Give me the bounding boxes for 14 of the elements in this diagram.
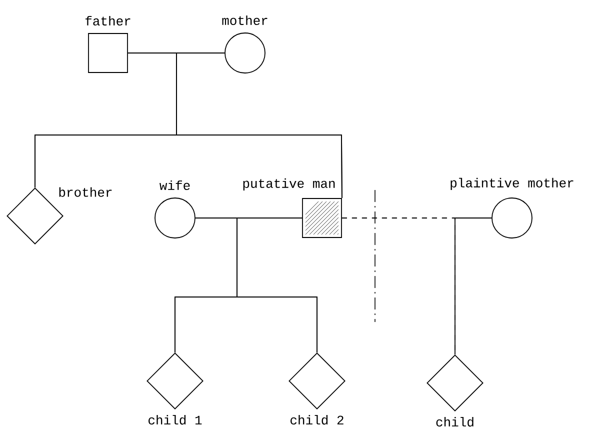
node-label: wife — [160, 180, 190, 190]
node-label: brother — [59, 187, 112, 197]
hatched-male-square: putative man — [243, 178, 342, 238]
pedigree-line — [454, 218, 492, 355]
node-label: father — [85, 16, 130, 26]
pedigree-line — [176, 52, 342, 198]
node-label: plaintive mother — [450, 178, 574, 190]
node-label: putative man — [243, 178, 335, 191]
pedigree-line — [236, 218, 318, 353]
node-label: child 1 — [148, 414, 202, 425]
node-label: child — [436, 416, 474, 427]
male-square: father — [85, 16, 130, 73]
node-label: child 2 — [290, 414, 344, 425]
node-label: mother — [222, 15, 268, 26]
